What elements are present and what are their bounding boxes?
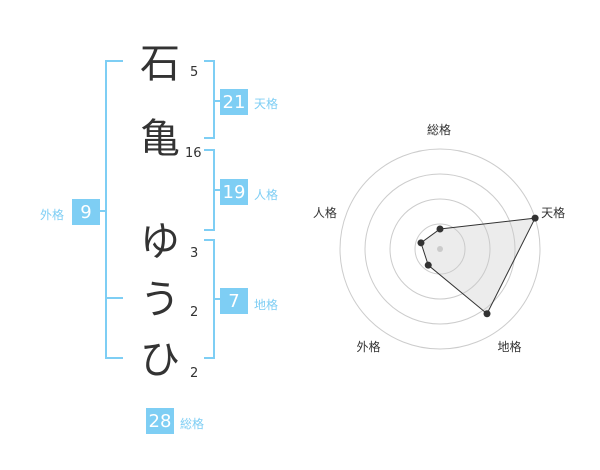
stroke-count-4: 2 bbox=[190, 305, 199, 320]
jinkaku-value: 19 bbox=[220, 179, 248, 205]
radar-ring bbox=[414, 223, 466, 275]
jinkaku-label: 人格 bbox=[254, 188, 279, 202]
radar-ring bbox=[389, 198, 491, 300]
radar-point-3 bbox=[483, 310, 491, 318]
radar-point-1 bbox=[436, 225, 444, 233]
radar-axis-label-3: 地格 bbox=[497, 340, 522, 355]
gaikaku-label: 外格 bbox=[40, 208, 65, 222]
soukaku-label: 総格 bbox=[180, 417, 205, 431]
tenkaku-label: 天格 bbox=[254, 97, 279, 111]
radar-point-5 bbox=[417, 239, 425, 247]
tenkaku-value: 21 bbox=[220, 89, 248, 115]
stroke-count-1: 5 bbox=[190, 65, 199, 80]
gaikaku-value: 9 bbox=[72, 199, 100, 225]
tenkaku-bracket bbox=[204, 60, 215, 139]
chikaku-label: 地格 bbox=[254, 298, 279, 312]
radar-axis-label-5: 人格 bbox=[312, 205, 337, 220]
radar-axis-label-4: 外格 bbox=[356, 340, 381, 355]
radar-axis-label-1: 総格 bbox=[427, 123, 452, 137]
gaikaku-bracket bbox=[105, 60, 123, 359]
name-char-4: う bbox=[140, 277, 180, 323]
chikaku-value: 7 bbox=[220, 288, 248, 314]
stroke-count-2: 16 bbox=[185, 146, 202, 161]
radar-polygon bbox=[420, 217, 536, 315]
stroke-count-3: 3 bbox=[190, 246, 199, 261]
radar-axis-label-2: 天格 bbox=[541, 205, 566, 220]
stroke-count-5: 2 bbox=[190, 366, 199, 381]
name-char-3: ゆ bbox=[140, 219, 180, 265]
radar-point-4 bbox=[424, 261, 432, 269]
radar-center bbox=[437, 246, 443, 252]
radar-point-2 bbox=[531, 214, 539, 222]
radar-ring bbox=[339, 148, 541, 350]
soukaku-value: 28 bbox=[146, 408, 174, 434]
name-char-2: 亀 bbox=[140, 116, 180, 162]
name-char-5: ひ bbox=[140, 337, 180, 383]
name-char-1: 石 bbox=[140, 41, 180, 87]
radar-ring bbox=[364, 173, 516, 325]
